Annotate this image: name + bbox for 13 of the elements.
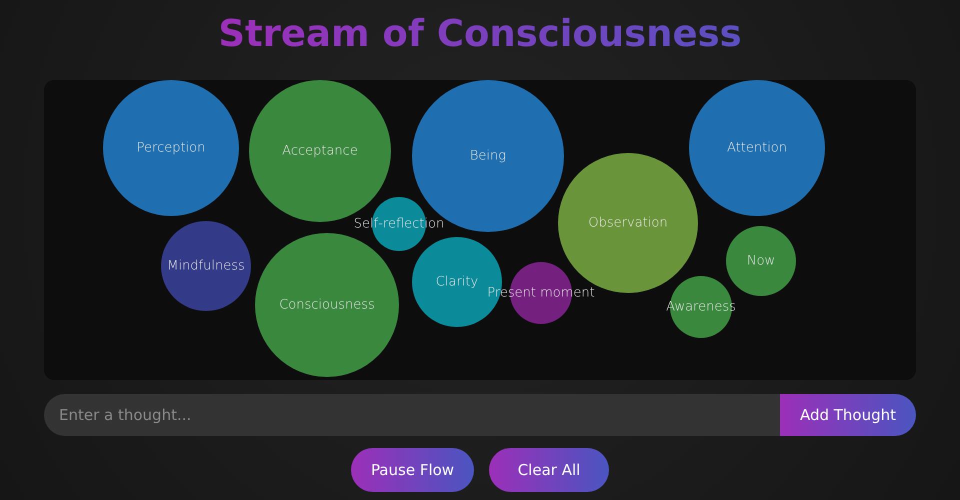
bubble-label: Observation bbox=[588, 216, 668, 230]
pause-button: Pause Flow bbox=[351, 448, 474, 492]
thought-input: Enter a thought... bbox=[44, 394, 780, 436]
bubble-label: Acceptance bbox=[282, 144, 358, 158]
bubble-label: Consciousness bbox=[279, 298, 375, 312]
bubble-label: Now bbox=[746, 254, 776, 268]
bubble-label: Perception bbox=[136, 140, 206, 156]
add-thought-button: Add Thought bbox=[780, 394, 916, 436]
clear-button: Clear All bbox=[489, 448, 609, 492]
bubble-label: Mindfulness bbox=[167, 258, 245, 274]
bubble-label: Being bbox=[470, 148, 506, 164]
bubble-label: Clarity bbox=[436, 274, 478, 290]
bubble-label: Attention bbox=[727, 140, 787, 156]
